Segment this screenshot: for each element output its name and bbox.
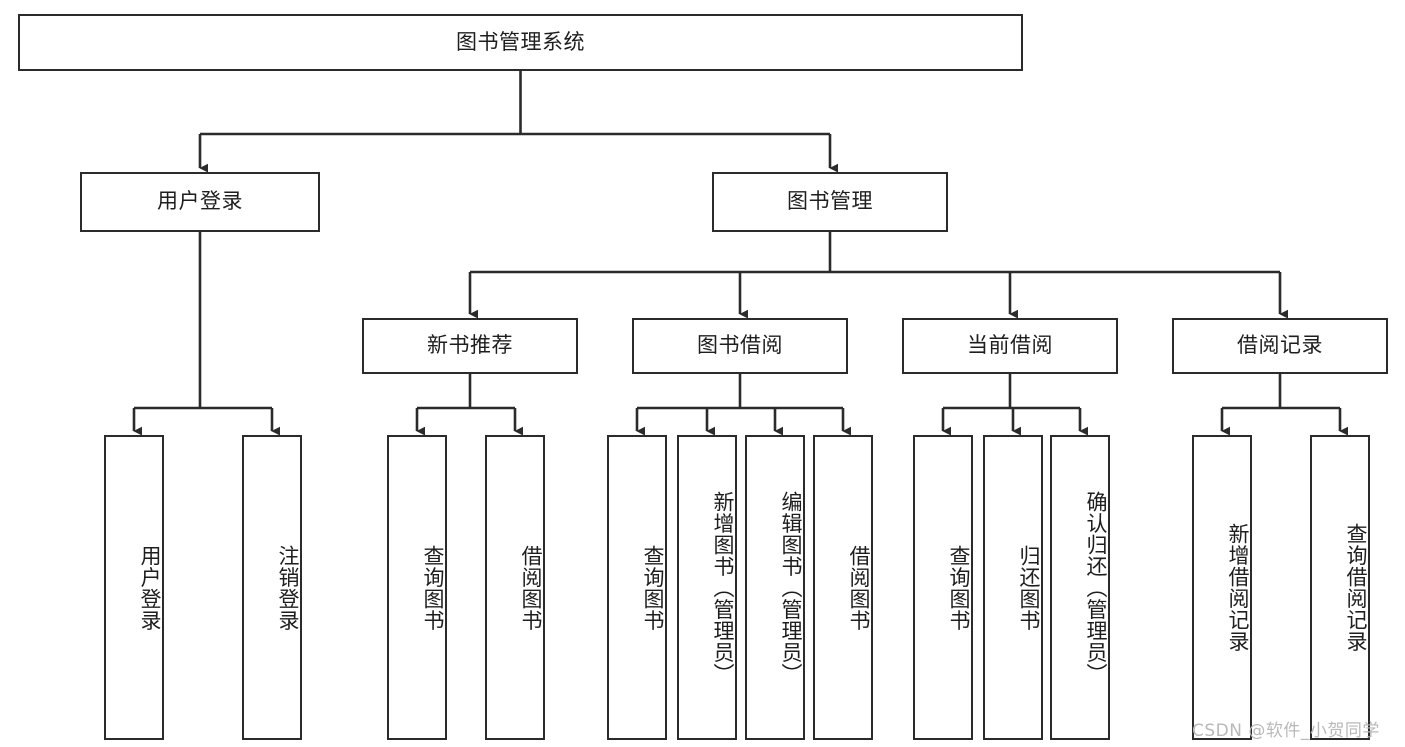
leaf-logout-login[interactable]: 注销登录: [242, 435, 302, 740]
node-borrow-records[interactable]: 借阅记录: [1172, 318, 1388, 374]
leaf-confirm-return-admin[interactable]: 确认归还（管理员）: [1050, 435, 1110, 740]
node-new-book-recommend[interactable]: 新书推荐: [362, 318, 578, 374]
leaf-edit-book-admin[interactable]: 编辑图书（管理员）: [745, 435, 805, 740]
leaf-query-books-recommend[interactable]: 查询图书: [387, 435, 447, 740]
leaf-user-login[interactable]: 用户登录: [104, 435, 164, 740]
leaf-return-book[interactable]: 归还图书: [983, 435, 1043, 740]
leaf-query-books-current[interactable]: 查询图书: [913, 435, 973, 740]
leaf-borrow-book[interactable]: 借阅图书: [813, 435, 873, 740]
node-current-borrow[interactable]: 当前借阅: [902, 318, 1118, 374]
leaf-add-book-admin[interactable]: 新增图书（管理员）: [677, 435, 737, 740]
leaf-borrow-books-recommend[interactable]: 借阅图书: [485, 435, 545, 740]
node-book-borrow[interactable]: 图书借阅: [632, 318, 848, 374]
node-user-login[interactable]: 用户登录: [80, 172, 320, 232]
leaf-query-books-borrow[interactable]: 查询图书: [607, 435, 667, 740]
leaf-add-borrow-record[interactable]: 新增借阅记录: [1192, 435, 1252, 740]
connectors: [132, 71, 1348, 436]
node-book-management[interactable]: 图书管理: [712, 172, 948, 232]
watermark-csdn: CSDN @软件_小贺同学: [1192, 721, 1380, 741]
node-root-system[interactable]: 图书管理系统: [18, 14, 1023, 71]
leaf-query-borrow-record[interactable]: 查询借阅记录: [1310, 435, 1370, 740]
